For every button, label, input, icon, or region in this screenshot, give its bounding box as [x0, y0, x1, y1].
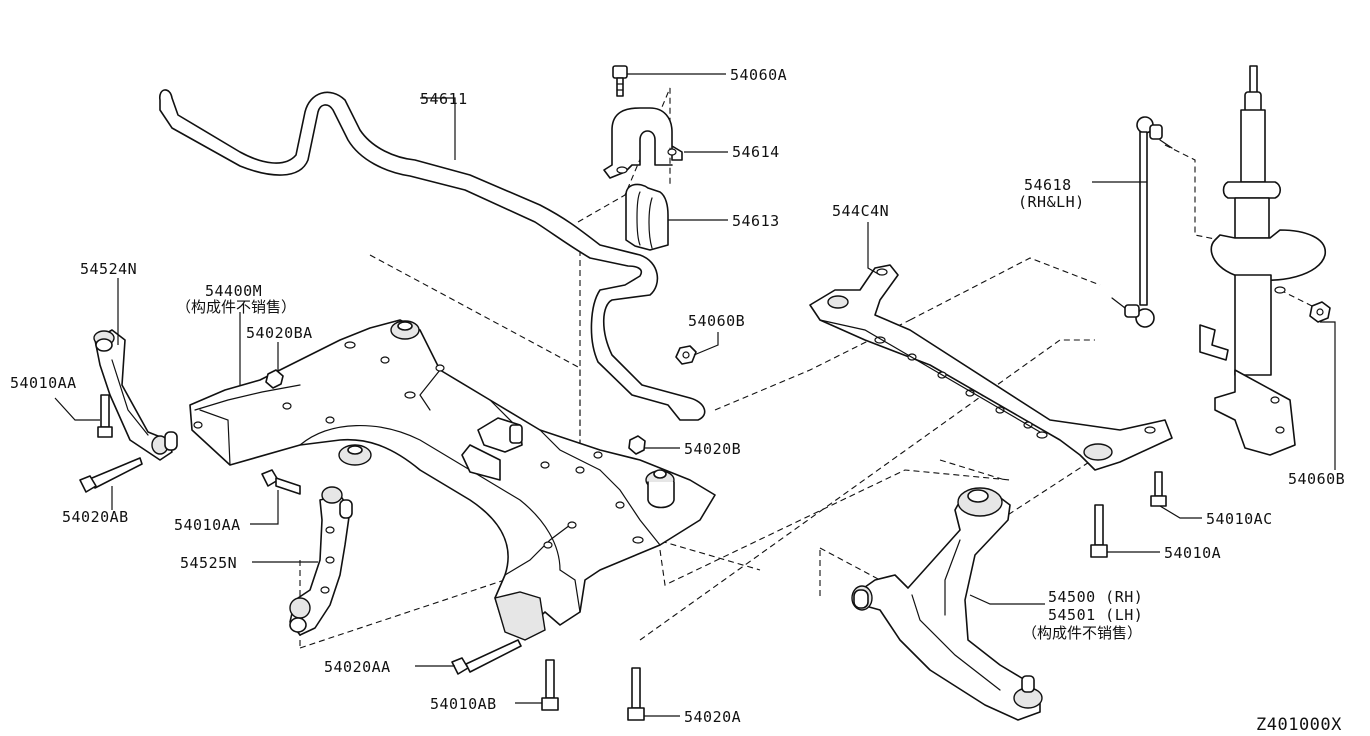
stabilizer-bushing: [625, 183, 669, 251]
bracket-54524n: [93, 329, 178, 461]
bolt-54010ac: [1150, 471, 1167, 507]
label-54611: 54611: [420, 90, 468, 108]
label-54618: 54618: [1024, 176, 1072, 194]
stabilizer-link: [1111, 116, 1173, 328]
label-54618-sub: (RH&LH): [1018, 193, 1085, 211]
label-54010aa-mid: 54010AA: [174, 516, 241, 534]
label-544c4n: 544C4N: [832, 202, 889, 220]
bolt-54060a: [612, 65, 628, 97]
nut-54060b-top: [675, 345, 697, 365]
nut-54020b: [628, 435, 646, 455]
label-54020a: 54020A: [684, 708, 741, 726]
label-54500-note: （构成件不销售）: [1022, 624, 1142, 642]
label-54020b: 54020B: [684, 440, 741, 458]
label-54020aa: 54020AA: [324, 658, 391, 676]
nut-54020ba: [265, 369, 284, 389]
stabilizer-bar: [159, 89, 706, 421]
brace-544c4n: [809, 264, 1173, 471]
label-54501-lh: 54501 (LH): [1048, 606, 1143, 624]
label-54614: 54614: [732, 143, 780, 161]
label-54060b-right: 54060B: [1288, 470, 1345, 488]
bolt-54010aa-mid: [261, 469, 301, 495]
bolt-54020a: [627, 667, 645, 721]
bolt-54010aa-left: [97, 394, 113, 438]
diagram-id: Z401000X: [1256, 715, 1342, 735]
label-54010ac: 54010AC: [1206, 510, 1273, 528]
label-54525n: 54525N: [180, 554, 237, 572]
label-54500-rh: 54500 (RH): [1048, 588, 1143, 606]
strut-assembly: [1199, 65, 1326, 456]
bolt-54020ab: [79, 457, 143, 493]
part-labels: 54611 54060A 54614 54613 54060B 54524N 5…: [10, 66, 1345, 735]
label-54010a: 54010A: [1164, 544, 1221, 562]
label-54010ab: 54010AB: [430, 695, 497, 713]
label-54060a: 54060A: [730, 66, 787, 84]
bracket-54525n: [289, 486, 353, 636]
nut-54060b-right: [1309, 301, 1331, 323]
bolt-54020aa: [451, 639, 522, 675]
label-54400m-note: （构成件不销售）: [176, 298, 296, 316]
label-54400m: 54400M: [205, 282, 262, 300]
label-54010aa-left: 54010AA: [10, 374, 77, 392]
bolt-54010ab: [541, 659, 559, 711]
label-54613: 54613: [732, 212, 780, 230]
leader-lines: [54, 73, 1336, 717]
stabilizer-clamp: [603, 107, 683, 179]
label-54524n: 54524N: [80, 260, 137, 278]
label-54020ba: 54020BA: [246, 324, 313, 342]
bolt-54010a: [1090, 504, 1108, 558]
front-subframe: [189, 319, 716, 641]
label-54020ab: 54020AB: [62, 508, 129, 526]
label-54060b-top: 54060B: [688, 312, 745, 330]
lower-control-arm: [851, 487, 1043, 721]
